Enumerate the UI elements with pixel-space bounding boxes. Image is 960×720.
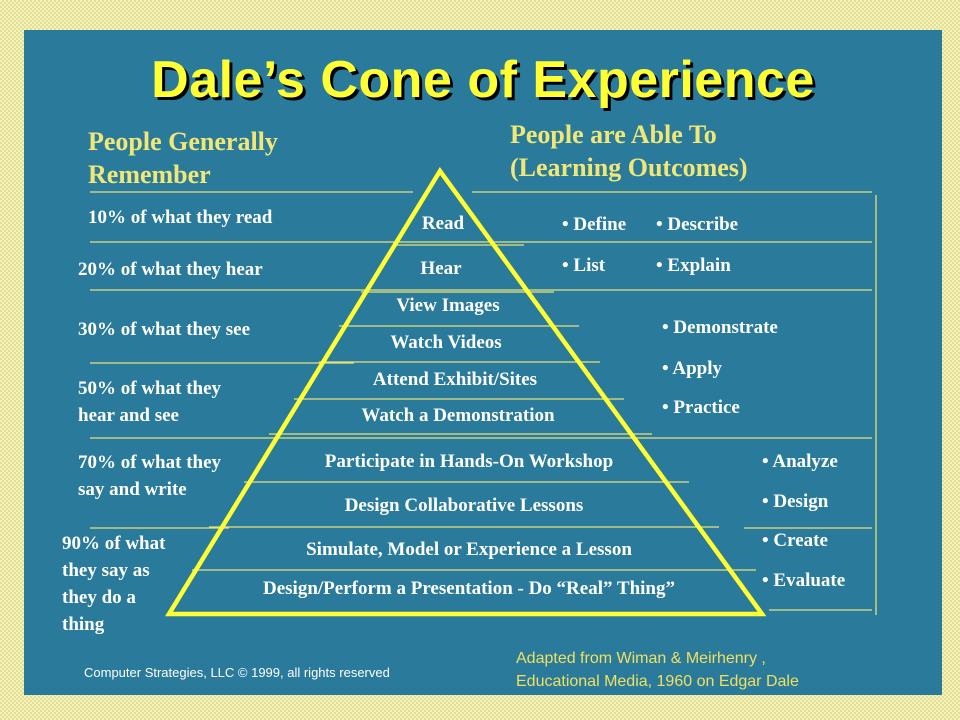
remember-90-line-2: they say as [62,560,150,581]
outcome-apply: • Apply [662,358,722,379]
remember-70-line-1: 70% of what they [78,452,222,473]
right-header-line-1: People are Able To [510,120,717,149]
cone-outline [164,166,767,617]
layer-real-thing: Design/Perform a Presentation - Do “Real… [263,578,675,599]
credit-line-1: Adapted from Wiman & Meirhenry , [516,650,766,667]
remember-90-line-1: 90% of what [62,533,166,554]
remember-30-line-1: 30% of what they see [78,319,251,340]
outcome-analyze: • Analyze [762,451,838,472]
credit-line-2: Educational Media, 1960 on Edgar Dale [516,673,799,690]
layer-attend-exhibit: Attend Exhibit/Sites [372,369,538,390]
copyright-footer: Computer Strategies, LLC © 1999, all rig… [84,665,390,680]
cone-diagram [90,166,877,617]
remember-90-line-3: they do a [62,587,136,608]
slide: Dale’s Cone of Experience People General… [24,30,942,695]
remember-70-line-2: say and write [78,479,187,500]
layer-watch-videos: Watch Videos [390,332,502,353]
page-title: Dale’s Cone of Experience [151,51,815,109]
right-header-line-2: (Learning Outcomes) [510,153,748,182]
outcome-practice: • Practice [662,397,740,418]
layer-hear: Hear [420,258,462,279]
remember-50: 50% of what they hear and see [78,375,221,429]
right-column-header: People are Able To (Learning Outcomes) [510,118,748,184]
cone-layer-dividers [192,244,756,571]
layer-hands-on-workshop: Participate in Hands-On Workshop [324,451,614,472]
outcome-create: • Create [762,530,828,551]
remember-90: 90% of what they say as they do a thing [62,530,165,638]
outcome-explain: • Explain [656,255,731,276]
left-header-line-1: People Generally [88,127,278,156]
outcome-describe: • Describe [656,214,739,235]
layer-simulate-model: Simulate, Model or Experience a Lesson [306,539,632,560]
remember-50-line-1: 50% of what they [78,378,222,399]
left-header-line-2: Remember [88,160,211,189]
source-credit: Adapted from Wiman & Meirhenry , Educati… [516,647,799,693]
layer-read: Read [421,213,465,234]
remember-90-line-4: thing [62,614,105,635]
layer-collaborative-lessons: Design Collaborative Lessons [344,495,584,516]
layer-view-images: View Images [396,295,500,316]
remember-20: 20% of what they hear [78,256,263,283]
remember-10-line-1: 10% of what they read [88,207,273,228]
outcome-list: • List [562,255,606,276]
row-separators [90,191,877,615]
layer-watch-demonstration: Watch a Demonstration [361,405,555,426]
remember-50-line-2: hear and see [78,405,179,426]
outcome-evaluate: • Evaluate [762,570,846,591]
remember-10: 10% of what they read [88,204,272,231]
outcome-define: • Define [562,214,627,235]
remember-70: 70% of what they say and write [78,449,221,503]
outcome-demonstrate: • Demonstrate [662,317,778,338]
outcome-design: • Design [762,491,829,512]
left-column-header: People Generally Remember [88,125,278,191]
remember-20-line-1: 20% of what they hear [78,259,263,280]
remember-30: 30% of what they see [78,316,250,343]
